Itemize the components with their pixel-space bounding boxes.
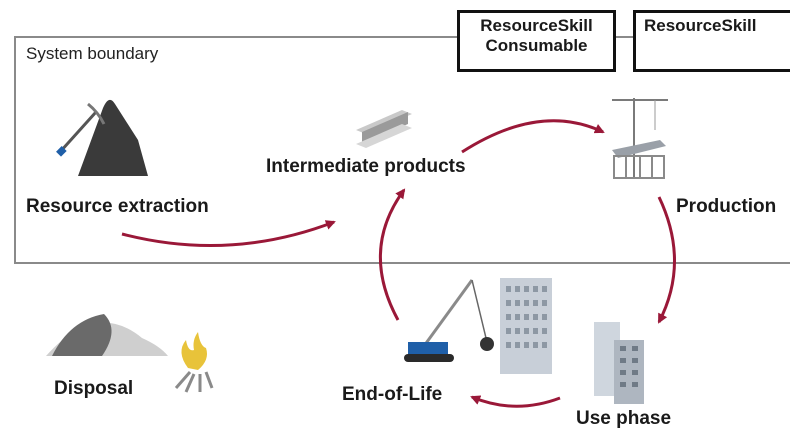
arrow-extraction-to-intermediate <box>121 220 336 248</box>
stage-end-of-life: End-of-Life <box>342 384 443 405</box>
fire-icon <box>174 332 214 393</box>
stage-production: Production <box>676 196 777 217</box>
stage-resource-extraction: Resource extraction <box>26 196 209 217</box>
stage-intermediate-products: Intermediate products <box>266 156 466 177</box>
stage-disposal: Disposal <box>54 378 134 399</box>
steel-beam-icon <box>356 110 412 148</box>
stage-use-phase: Use phase <box>576 408 672 429</box>
skill-box-1-line1: ResourceSkill <box>480 16 593 35</box>
demolition-crane-icon <box>404 278 552 374</box>
arrow-endoflife-to-intermediate <box>378 188 406 321</box>
resourceskill-consumable-box: ResourceSkill Consumable <box>457 10 616 72</box>
mountain-pickaxe-icon <box>56 99 148 176</box>
skill-box-1-line2: Consumable <box>485 36 588 55</box>
arrow-intermediate-to-production <box>461 119 605 154</box>
construction-crane-icon <box>612 98 668 179</box>
resourceskill-box: ResourceSkill <box>633 10 790 72</box>
arrow-use-to-endoflife <box>470 395 561 408</box>
system-boundary-label: System boundary <box>26 44 159 63</box>
skill-box-2-line1: ResourceSkill <box>644 16 757 35</box>
buildings-icon <box>594 322 644 404</box>
arrow-production-to-use <box>657 196 676 324</box>
system-boundary <box>14 36 790 264</box>
disposal-pile-icon <box>46 314 168 356</box>
